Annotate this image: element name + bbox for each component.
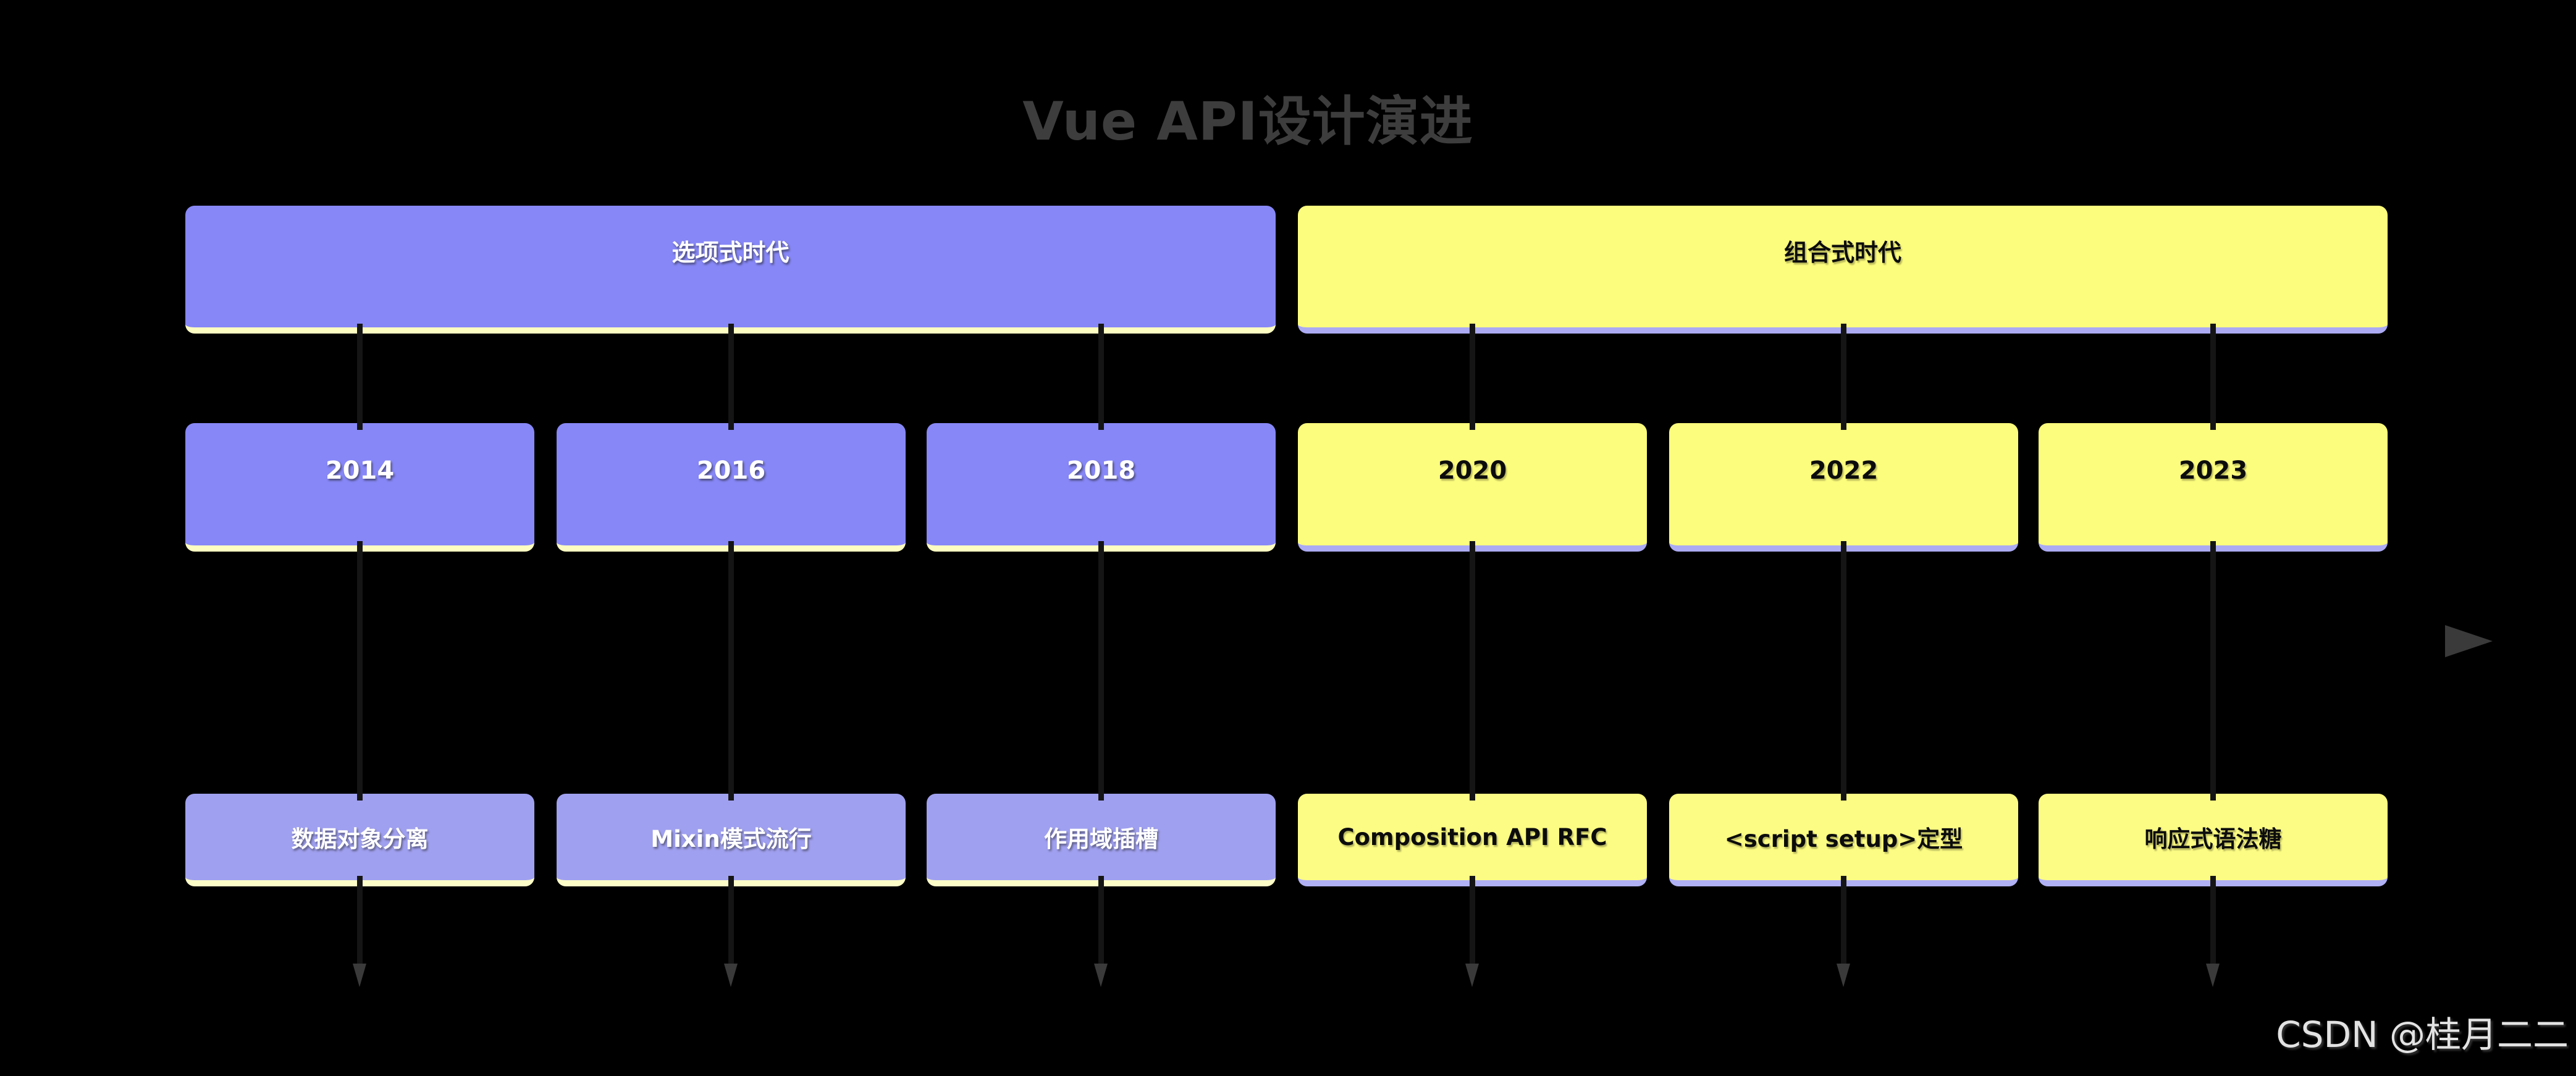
- connector-line: [2210, 541, 2216, 801]
- connector-line: [1470, 541, 1475, 801]
- connector-line: [357, 324, 363, 430]
- event-box-composition-api-rfc: Composition API RFC: [1298, 794, 1647, 886]
- event-box-data-object-separation: 数据对象分离: [185, 794, 534, 886]
- year-box-2018: 2018: [927, 423, 1276, 552]
- connector-line: [1841, 876, 1846, 964]
- right-arrow-icon: [2445, 625, 2493, 657]
- down-arrow-icon: [2206, 964, 2220, 987]
- connector-line: [1098, 876, 1104, 964]
- year-box-2023: 2023: [2039, 423, 2388, 552]
- down-arrow-icon: [724, 964, 738, 987]
- era-box-composition: 组合式时代: [1298, 206, 2388, 334]
- connector-line: [357, 541, 363, 801]
- connector-line: [357, 876, 363, 964]
- watermark: CSDN @桂月二二: [2276, 1014, 2569, 1056]
- event-box-reactivity-sugar: 响应式语法糖: [2039, 794, 2388, 886]
- connector-line: [728, 541, 734, 801]
- connector-line: [2210, 876, 2216, 964]
- year-box-2014: 2014: [185, 423, 534, 552]
- connector-line: [2210, 324, 2216, 430]
- year-box-2020: 2020: [1298, 423, 1647, 552]
- connector-line: [1098, 541, 1104, 801]
- connector-line: [1841, 541, 1846, 801]
- year-box-2022: 2022: [1669, 423, 2018, 552]
- event-box-scoped-slots: 作用域插槽: [927, 794, 1276, 886]
- event-box-script-setup: <script setup>定型: [1669, 794, 2018, 886]
- connector-line: [1470, 324, 1475, 430]
- connector-line: [728, 324, 734, 430]
- down-arrow-icon: [353, 964, 366, 987]
- diagram-title: Vue API设计演进: [1022, 91, 1473, 153]
- connector-line: [1470, 876, 1475, 964]
- connector-line: [1841, 324, 1846, 430]
- connector-line: [1098, 324, 1104, 430]
- era-box-options: 选项式时代: [185, 206, 1276, 334]
- connector-line: [728, 876, 734, 964]
- year-box-2016: 2016: [557, 423, 906, 552]
- down-arrow-icon: [1094, 964, 1108, 987]
- down-arrow-icon: [1465, 964, 1479, 987]
- down-arrow-icon: [1837, 964, 1850, 987]
- event-box-mixin-pattern: Mixin模式流行: [557, 794, 906, 886]
